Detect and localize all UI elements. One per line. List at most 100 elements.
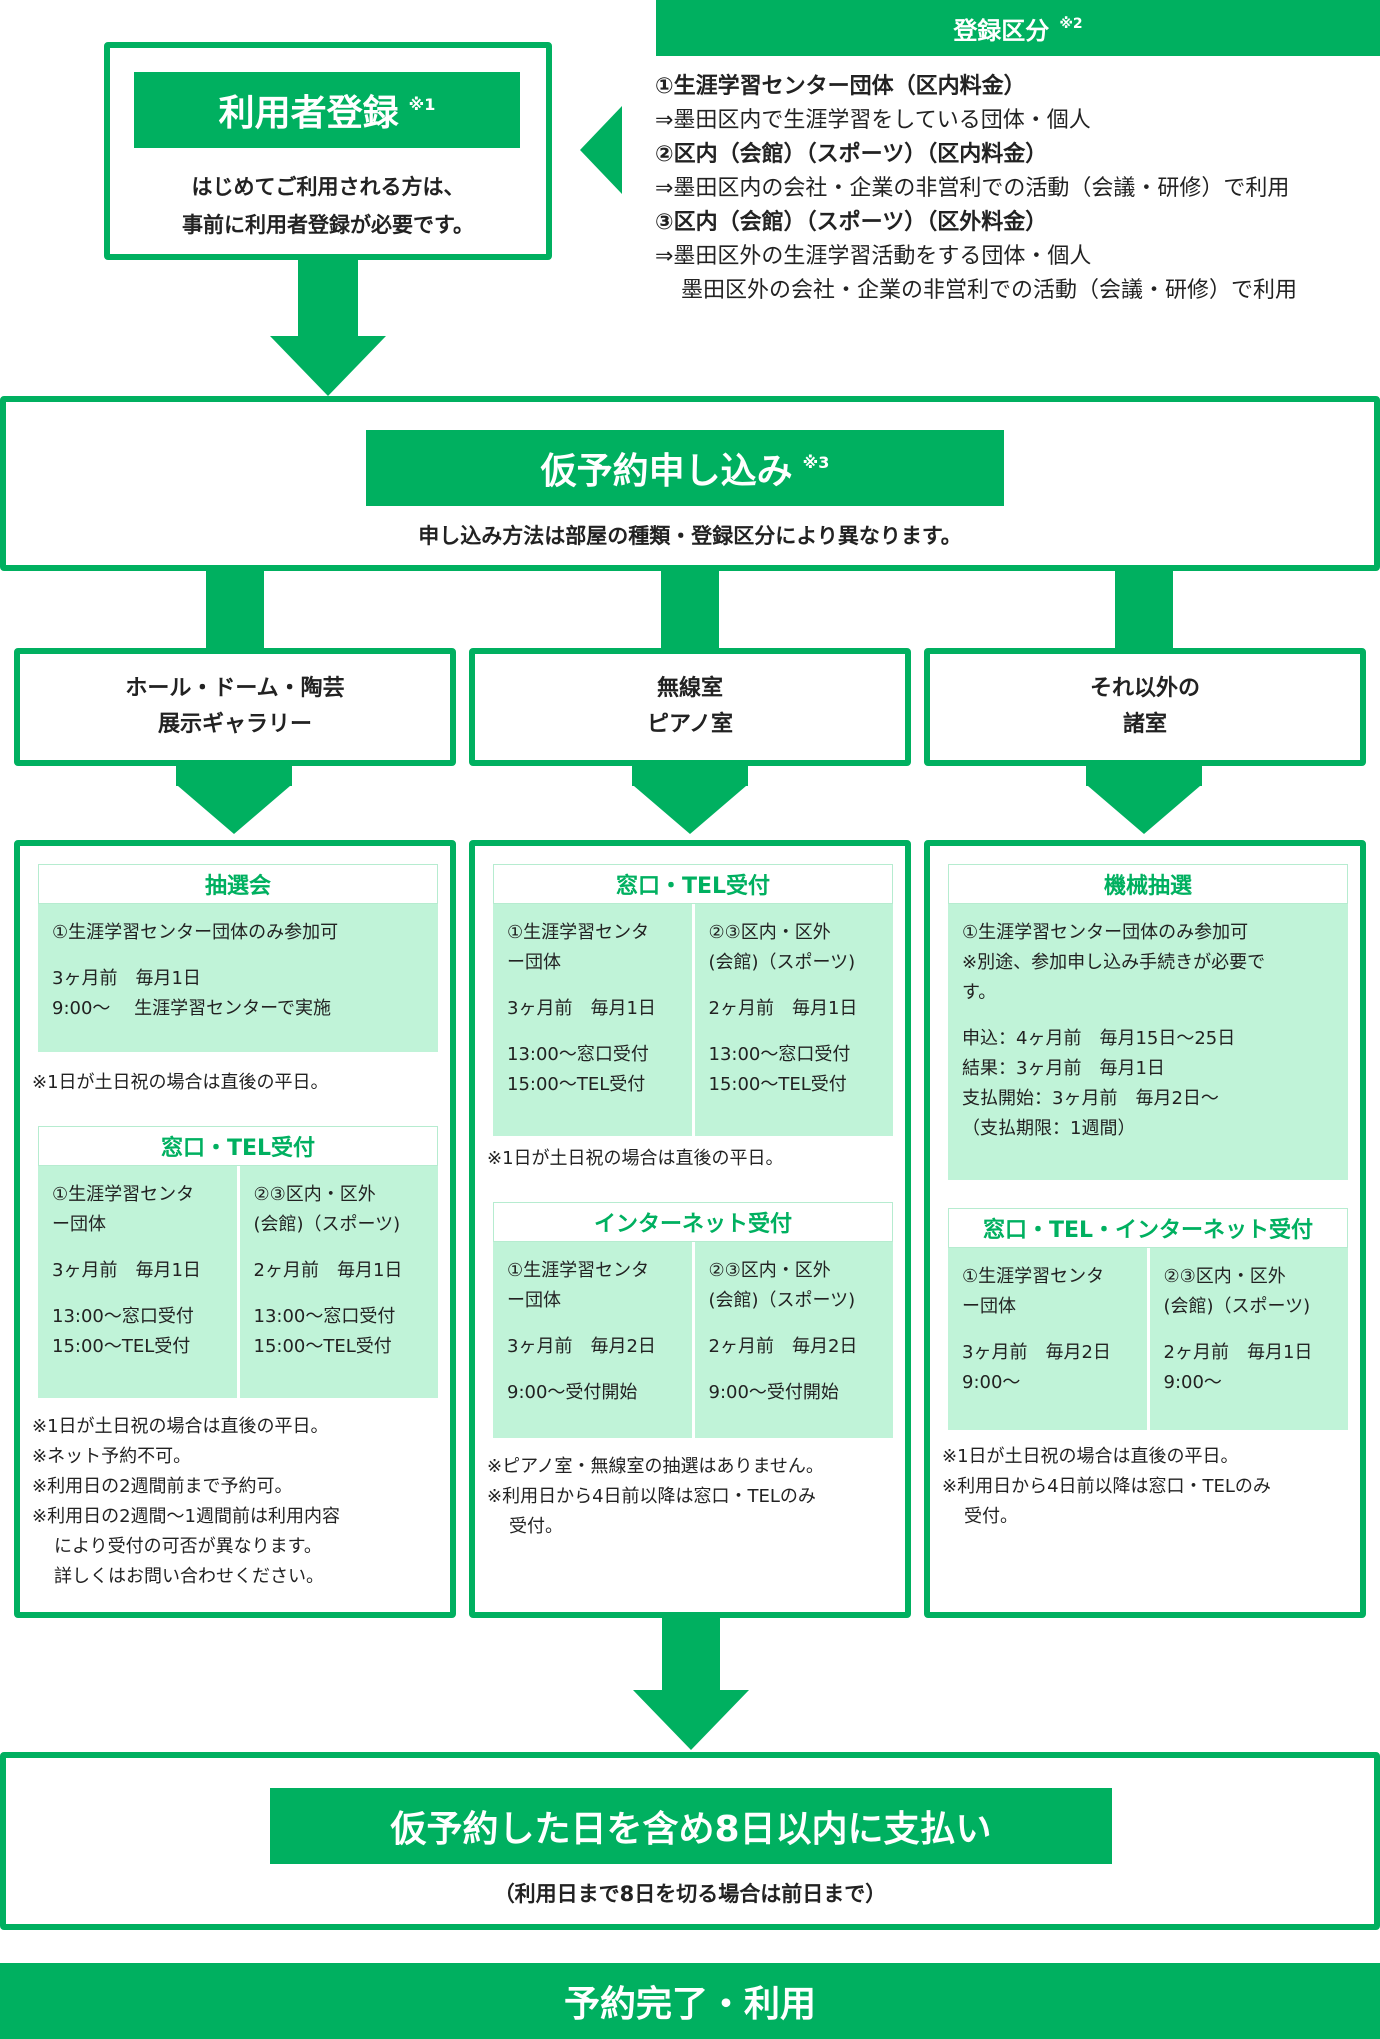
internet-right: ②③区内・区外 (会館)（スポーツ) 2ヶ月前 毎月2日 9:00～受付開始 [694, 1242, 893, 1438]
internet-left: ①生涯学習センタ ー団体 3ヶ月前 毎月2日 9:00～受付開始 [493, 1242, 692, 1438]
col1-counter-left-line-2: ー団体 [52, 1214, 106, 1235]
internet-right-line-2: (会館)（スポーツ) [708, 1290, 856, 1311]
col2-note-2: ※利用日から4日前以降は窓口・TELのみ [487, 1486, 816, 1507]
machine-line-3: す。 [962, 982, 997, 1003]
lottery-note: ※1日が土日祝の場合は直後の平日。 [32, 1072, 329, 1093]
registration-title-note: ※1 [408, 94, 436, 114]
internet-heading: インターネット受付 [493, 1202, 893, 1242]
category-title-band: 登録区分 ※2 [656, 0, 1380, 56]
column-3-box: 機械抽選 ①生涯学習センター団体のみ参加可 ※別途、参加申し込み手続きが必要で … [924, 840, 1366, 1618]
internet-left-line-2: ー団体 [507, 1290, 561, 1311]
arrow-col1-head [178, 786, 290, 834]
category-title: 登録区分 [953, 16, 1050, 45]
room-type-radio: 無線室 [656, 676, 723, 701]
col2-counter-left-line-4: 13:00～窓口受付 [507, 1044, 649, 1065]
category-3-line-2: 墨田区外の会社・企業の非営利での活動（会議・研修）で利用 [681, 278, 1298, 303]
col2-notes: ※ピアノ室・無線室の抽選はありません。 ※利用日から4日前以降は窓口・TELのみ… [487, 1452, 911, 1542]
left-pointer-triangle [580, 106, 622, 194]
arrow-col3-shaft [1086, 766, 1202, 786]
col1-counter-heading: 窓口・TEL受付 [38, 1126, 438, 1166]
col3-note-3: 受付。 [964, 1506, 1018, 1527]
col3-all-right-line-1: ②③区内・区外 [1163, 1266, 1286, 1287]
lottery-body: ①生涯学習センター団体のみ参加可 3ヶ月前 毎月1日 9:00～ 生涯学習センタ… [38, 904, 438, 1052]
col2-counter-body: ①生涯学習センタ ー団体 3ヶ月前 毎月1日 13:00～窓口受付 15:00～… [493, 904, 893, 1136]
category-2-heading: ②区内（会館）（スポーツ）（区内料金） [655, 142, 1048, 167]
category-3-line-1: ⇒墨田区外の生涯学習活動をする団体・個人 [655, 244, 1092, 269]
col3-all-left-line-2: ー団体 [962, 1296, 1016, 1317]
internet-left-line-4: 9:00～受付開始 [507, 1382, 638, 1403]
machine-line-2: ※別途、参加申し込み手続きが必要で [962, 952, 1266, 973]
lottery-line-3: 9:00～ 生涯学習センターで実施 [52, 998, 332, 1019]
col1-note-2: ※ネット予約不可。 [32, 1446, 192, 1467]
col1-counter-right-line-2: (会館)（スポーツ) [253, 1214, 401, 1235]
arrow-col2-shaft [632, 766, 748, 786]
registration-title: 利用者登録 [218, 93, 399, 134]
col2-counter-right: ②③区内・区外 (会館)（スポーツ) 2ヶ月前 毎月1日 13:00～窓口受付 … [694, 904, 893, 1136]
registration-box: 利用者登録 ※1 はじめてご利用される方は、 事前に利用者登録が必要です。 [104, 42, 552, 260]
col1-note-3: ※利用日の2週間前まで予約可。 [32, 1476, 293, 1497]
internet-body: ①生涯学習センタ ー団体 3ヶ月前 毎月2日 9:00～受付開始 ②③区内・区外… [493, 1242, 893, 1438]
col3-all-left-line-1: ①生涯学習センタ [962, 1266, 1105, 1287]
col3-all-right: ②③区内・区外 (会館)（スポーツ) 2ヶ月前 毎月1日 9:00～ [1149, 1248, 1348, 1430]
col1-note-4: ※利用日の2週間～1週間前は利用内容 [32, 1506, 340, 1527]
col3-all-left-line-3: 3ヶ月前 毎月2日 [962, 1342, 1111, 1363]
col2-counter-right-line-1: ②③区内・区外 [708, 922, 831, 943]
col3-all-left-line-4: 9:00～ [962, 1372, 1021, 1393]
internet-left-line-3: 3ヶ月前 毎月2日 [507, 1336, 656, 1357]
col2-counter-right-line-5: 15:00～TEL受付 [708, 1074, 847, 1095]
room-type-other-line-1: それ以外の [1089, 676, 1200, 701]
category-2-line: ⇒墨田区内の会社・企業の非営利での活動（会議・研修）で利用 [655, 176, 1290, 201]
category-list: ①生涯学習センター団体（区内料金） ⇒墨田区内で生涯学習をしている団体・個人 ②… [655, 70, 1380, 308]
arrow-2-head [633, 1690, 749, 1750]
category-title-note: ※2 [1059, 16, 1083, 32]
col2-note-1: ※ピアノ室・無線室の抽選はありません。 [487, 1456, 824, 1477]
col2-counter-right-line-3: 2ヶ月前 毎月1日 [708, 998, 858, 1019]
final-band: 予約完了・利用 [0, 1963, 1380, 2039]
payment-title: 仮予約した日を含め8日以内に支払い [390, 1809, 992, 1850]
col3-all-right-line-3: 2ヶ月前 毎月1日 [1163, 1342, 1313, 1363]
col1-note-5: により受付の可否が異なります。 [54, 1536, 322, 1557]
provisional-title-band: 仮予約申し込み ※3 [366, 430, 1004, 506]
col1-counter-right: ②③区内・区外 (会館)（スポーツ) 2ヶ月前 毎月1日 13:00～窓口受付 … [239, 1166, 438, 1398]
lottery-line-2: 3ヶ月前 毎月1日 [52, 968, 201, 989]
col1-counter-body: ①生涯学習センタ ー団体 3ヶ月前 毎月1日 13:00～窓口受付 15:00～… [38, 1166, 438, 1398]
col3-all-right-line-4: 9:00～ [1163, 1372, 1222, 1393]
lottery-heading: 抽選会 [38, 864, 438, 904]
room-type-radio-piano: 無線室 ピアノ室 [469, 648, 911, 766]
col1-counter-left-line-4: 13:00～窓口受付 [52, 1306, 194, 1327]
provisional-title: 仮予約申し込み [540, 451, 793, 492]
col3-all-left: ①生涯学習センタ ー団体 3ヶ月前 毎月2日 9:00～ [948, 1248, 1147, 1430]
machine-line-6: 支払開始：3ヶ月前 毎月2日～ [962, 1088, 1219, 1109]
connector-3 [1115, 571, 1173, 649]
column-1-box: 抽選会 ①生涯学習センター団体のみ参加可 3ヶ月前 毎月1日 9:00～ 生涯学… [14, 840, 456, 1618]
col1-notes: ※1日が土日祝の場合は直後の平日。 ※ネット予約不可。 ※利用日の2週間前まで予… [32, 1412, 456, 1592]
col1-counter-right-line-4: 13:00～窓口受付 [253, 1306, 396, 1327]
connector-1 [206, 571, 264, 649]
internet-right-line-3: 2ヶ月前 毎月2日 [708, 1336, 858, 1357]
col3-note-1: ※1日が土日祝の場合は直後の平日。 [942, 1446, 1239, 1467]
provisional-title-note: ※3 [802, 452, 830, 472]
machine-line-1: ①生涯学習センター団体のみ参加可 [962, 922, 1249, 943]
final-title: 予約完了・利用 [563, 1984, 816, 2025]
arrow-1-shaft [298, 260, 358, 338]
payment-desc: （利用日まで8日を切る場合は前日まで） [493, 1882, 887, 1906]
room-type-other: それ以外の 諸室 [924, 648, 1366, 766]
col2-counter-note: ※1日が土日祝の場合は直後の平日。 [487, 1148, 784, 1169]
col2-counter-left-line-5: 15:00～TEL受付 [507, 1074, 646, 1095]
registration-desc: はじめてご利用される方は、 事前に利用者登録が必要です。 [110, 168, 546, 244]
col1-counter-right-line-1: ②③区内・区外 [253, 1184, 376, 1205]
category-3-heading: ③区内（会館）（スポーツ）（区外料金） [655, 210, 1048, 235]
col3-note-2: ※利用日から4日前以降は窓口・TELのみ [942, 1476, 1271, 1497]
arrow-col2-head [634, 786, 746, 834]
category-1-line: ⇒墨田区内で生涯学習をしている団体・個人 [655, 108, 1091, 133]
registration-desc-line-1: はじめてご利用される方は、 [191, 175, 465, 199]
room-type-hall: ホール・ドーム・陶芸 展示ギャラリー [14, 648, 456, 766]
arrow-1-head [270, 336, 386, 396]
col1-counter-left-line-3: 3ヶ月前 毎月1日 [52, 1260, 201, 1281]
machine-lottery-body: ①生涯学習センター団体のみ参加可 ※別途、参加申し込み手続きが必要で す。 申込… [948, 904, 1348, 1180]
machine-line-4: 申込：4ヶ月前 毎月15日～25日 [962, 1028, 1236, 1049]
col2-counter-heading: 窓口・TEL受付 [493, 864, 893, 904]
col2-counter-left-line-3: 3ヶ月前 毎月1日 [507, 998, 656, 1019]
provisional-desc: 申し込み方法は部屋の種類・登録区分により異なります。 [418, 524, 962, 548]
payment-title-band: 仮予約した日を含め8日以内に支払い [270, 1788, 1112, 1864]
